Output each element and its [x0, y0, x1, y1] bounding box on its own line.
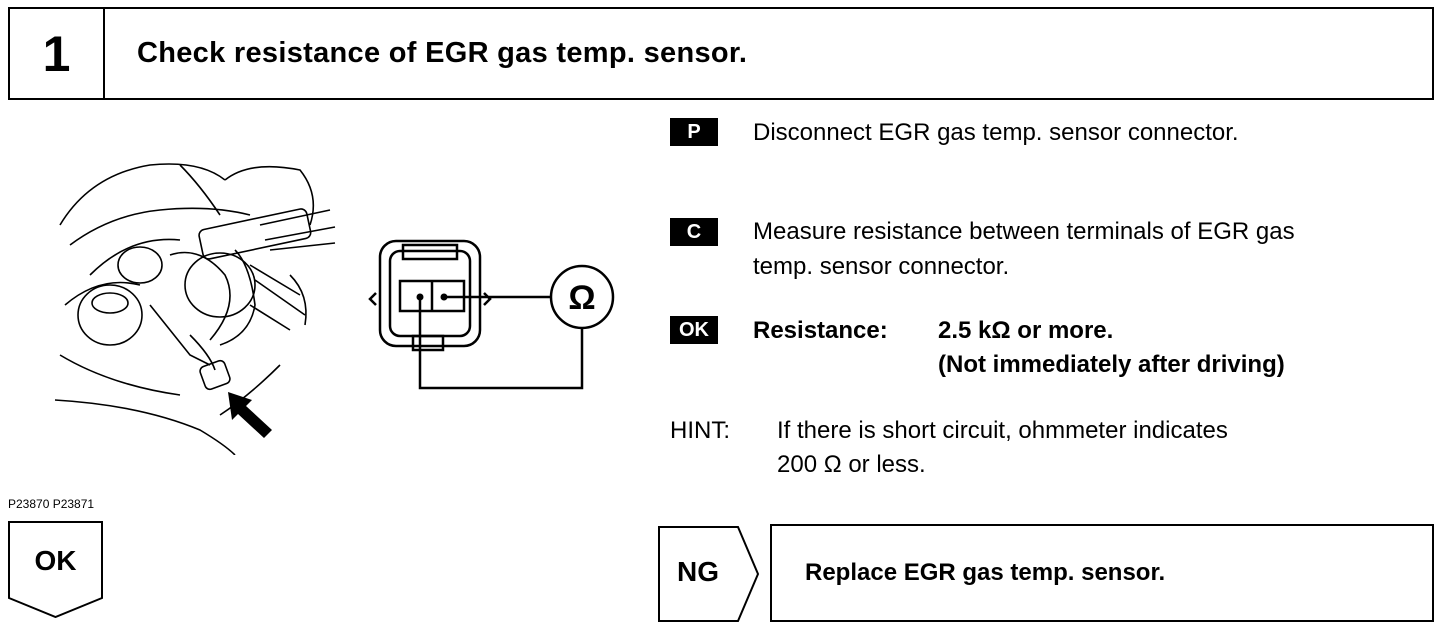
ng-result-box	[658, 526, 760, 622]
figure-code: P23870 P23871	[8, 497, 95, 511]
arrow-icon	[228, 392, 272, 438]
hint-line2: 200 Ω or less.	[777, 451, 926, 478]
step-number: 1	[10, 9, 105, 98]
instruction-disconnect: Disconnect EGR gas temp. sensor connecto…	[753, 119, 1239, 146]
resistance-value: 2.5 kΩ or more.	[938, 317, 1114, 344]
connector-ohmmeter-diagram: Ω	[368, 239, 615, 390]
resistance-label: Resistance:	[753, 317, 888, 344]
badge-p: P	[670, 118, 718, 146]
badge-ok: OK	[670, 316, 718, 344]
test-lead-lower	[418, 297, 584, 390]
ng-action-box: Replace EGR gas temp. sensor.	[770, 524, 1434, 622]
connector-housing	[378, 239, 482, 348]
ok-result-label: OK	[34, 545, 77, 576]
ok-result-box	[8, 521, 103, 618]
hint-label: HINT:	[670, 417, 730, 444]
hint-line1: If there is short circuit, ohmmeter indi…	[777, 417, 1228, 444]
instruction-measure-line1: Measure resistance between terminals of …	[753, 218, 1295, 245]
instruction-measure-line2: temp. sensor connector.	[753, 253, 1010, 280]
ng-action-text: Replace EGR gas temp. sensor.	[805, 559, 1166, 586]
ohm-symbol: Ω	[568, 279, 595, 317]
engine-illustration	[54, 163, 336, 455]
resistance-condition: (Not immediately after driving)	[938, 351, 1285, 378]
step-title: Check resistance of EGR gas temp. sensor…	[137, 37, 748, 69]
ng-result-label: NG	[677, 556, 719, 587]
step-header: 1 Check resistance of EGR gas temp. sens…	[8, 7, 1434, 100]
badge-c: C	[670, 218, 718, 246]
